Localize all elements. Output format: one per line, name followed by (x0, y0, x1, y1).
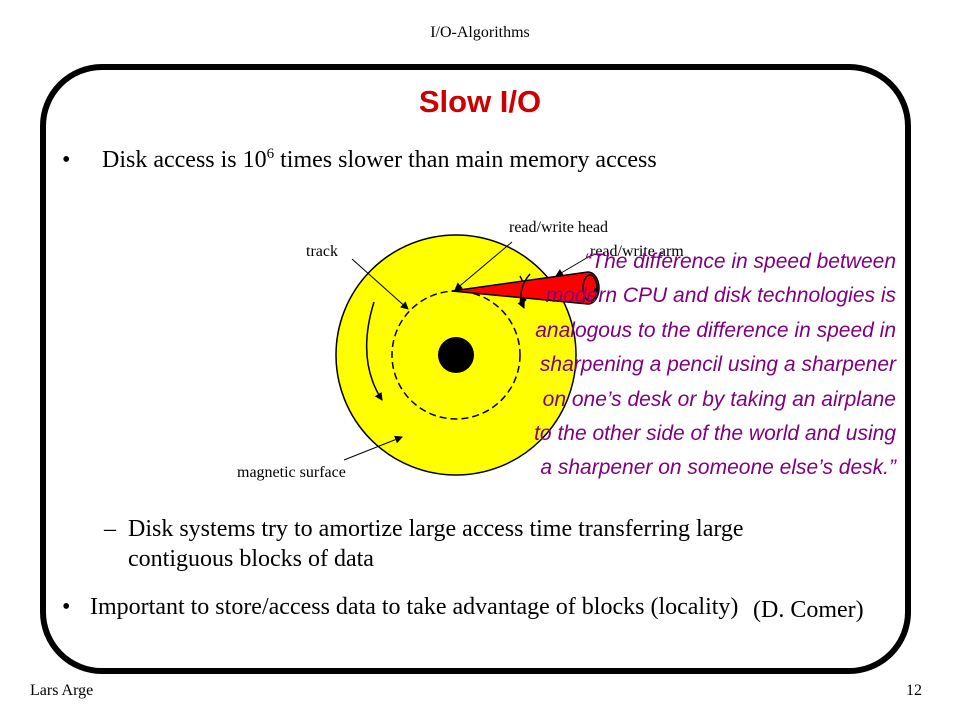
subbullet-line-2: contiguous blocks of data (128, 546, 374, 572)
arm-pivot-dot (594, 288, 598, 292)
arm-pointer (555, 255, 591, 277)
label-track: track (306, 243, 338, 260)
arm-pivot (582, 274, 598, 302)
subbullet-marker: – (104, 516, 116, 542)
slide-header: I/O-Algorithms (430, 24, 530, 41)
subbullet-line-1: Disk systems try to amortize large acces… (128, 516, 744, 542)
bullet-marker: • (62, 594, 71, 620)
track-pointer (351, 258, 409, 310)
bullet-text: Important to store/access data to take a… (90, 594, 739, 620)
page-number: 12 (906, 682, 922, 699)
label-read-write-head: read/write head (509, 219, 608, 236)
disk-spindle (438, 337, 474, 373)
comer-quote: “The difference in speed between modern … (534, 250, 896, 480)
bullet-text: Disk access is 106 times slower than mai… (102, 147, 657, 174)
arm-motion-arrow (517, 273, 531, 309)
head-pointer (454, 241, 513, 291)
label-read-write-arm: read/write arm (590, 243, 684, 260)
label-magnetic-surface: magnetic surface (237, 464, 346, 481)
quote-citation: (D. Comer) (753, 597, 864, 623)
footer-author: Lars Arge (30, 682, 94, 699)
rotation-arrow-left (365, 301, 383, 401)
bullet-marker: • (62, 147, 71, 173)
surface-pointer (343, 435, 403, 461)
slide-title: Slow I/O (418, 84, 542, 119)
bullet-exponent: 6 (266, 146, 275, 162)
bullet-text-start: Disk access is 10 (102, 147, 267, 173)
read-write-arm (451, 271, 600, 305)
bullet-text-end: times slower than main memory access (274, 147, 657, 173)
slide-frame (40, 64, 911, 674)
